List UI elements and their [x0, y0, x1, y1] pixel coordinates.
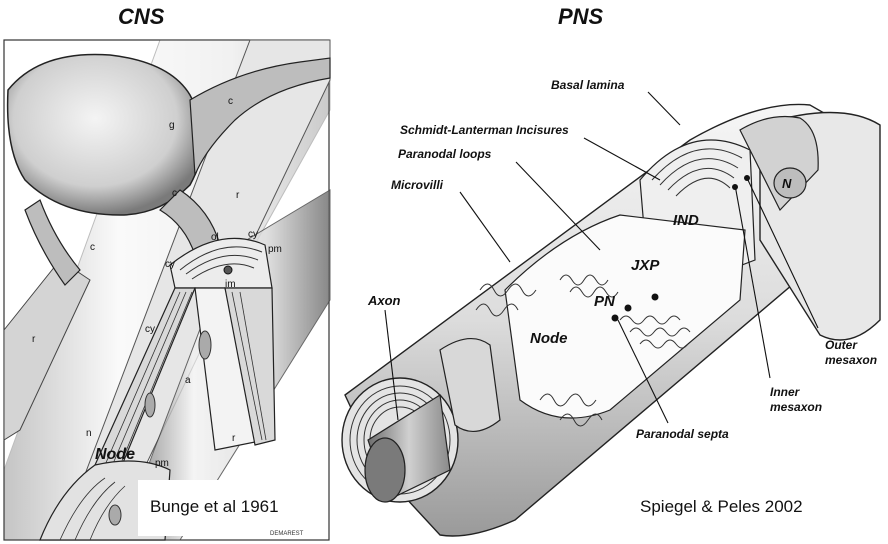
- pns-credit: Spiegel & Peles 2002: [640, 497, 803, 517]
- paranodal-septa-marker-1: [612, 315, 619, 322]
- pns-label-outer-mesaxon: Outer: [825, 338, 858, 352]
- pns-label-ind: IND: [673, 212, 699, 229]
- pns-label-jxp: JXP: [631, 257, 660, 274]
- pns-label-inner-mesaxon: Inner: [770, 385, 801, 399]
- cns-label-c-top: c: [228, 96, 233, 107]
- pns-label-inner-mesaxon-line2: mesaxon: [770, 400, 822, 414]
- cns-label-cy-low: cy: [145, 324, 155, 335]
- pns-label-microvilli: Microvilli: [391, 178, 444, 192]
- cns-label-im: im: [225, 279, 236, 290]
- cns-signature: DEMAREST: [270, 531, 304, 537]
- pns-label-outer: Outer mesaxon: [825, 338, 877, 367]
- cns-label-cy-top: cy: [248, 229, 258, 240]
- pns-label-paranodal-loops: Paranodal loops: [398, 147, 492, 161]
- cns-label-ol: ol: [211, 232, 219, 243]
- pns-label-node: Node: [530, 330, 568, 347]
- pns-label-inner: Inner mesaxon: [770, 385, 822, 414]
- cns-panel: g c c c r r r ol cy cy cy pm im a n pm N…: [4, 40, 330, 540]
- cns-label-a: a: [185, 375, 191, 386]
- pns-label-paranodal-septa: Paranodal septa: [636, 427, 729, 441]
- paranodal-septa-marker-2: [625, 305, 632, 312]
- cns-label-c-mid: c: [172, 188, 177, 199]
- cns-label-node: Node: [95, 446, 135, 463]
- paranodal-septa-marker-3: [652, 294, 659, 301]
- pns-label-outer-mesaxon-line2: mesaxon: [825, 353, 877, 367]
- outer-mesaxon-marker: [744, 175, 750, 181]
- pns-label-schmidt-lanterman: Schmidt-Lanterman Incisures: [400, 123, 569, 137]
- cns-label-g: g: [169, 120, 175, 131]
- cns-label-pm-top: pm: [268, 244, 282, 255]
- cns-label-n: n: [86, 428, 92, 439]
- inner-mesaxon-marker: [732, 184, 738, 190]
- cns-credit: Bunge et al 1961: [150, 497, 279, 517]
- pns-label-pn: PN: [594, 293, 616, 310]
- pns-label-axon: Axon: [367, 293, 401, 308]
- cns-label-cy-mid: cy: [165, 259, 175, 270]
- cns-label-c-left: c: [90, 242, 95, 253]
- pns-label-basal-lamina: Basal lamina: [551, 78, 625, 92]
- pns-label-n: N: [782, 176, 792, 191]
- pns-panel: Basal lamina Schmidt-Lanterman Incisures…: [342, 78, 880, 536]
- cns-label-pm-bottom: pm: [155, 458, 169, 469]
